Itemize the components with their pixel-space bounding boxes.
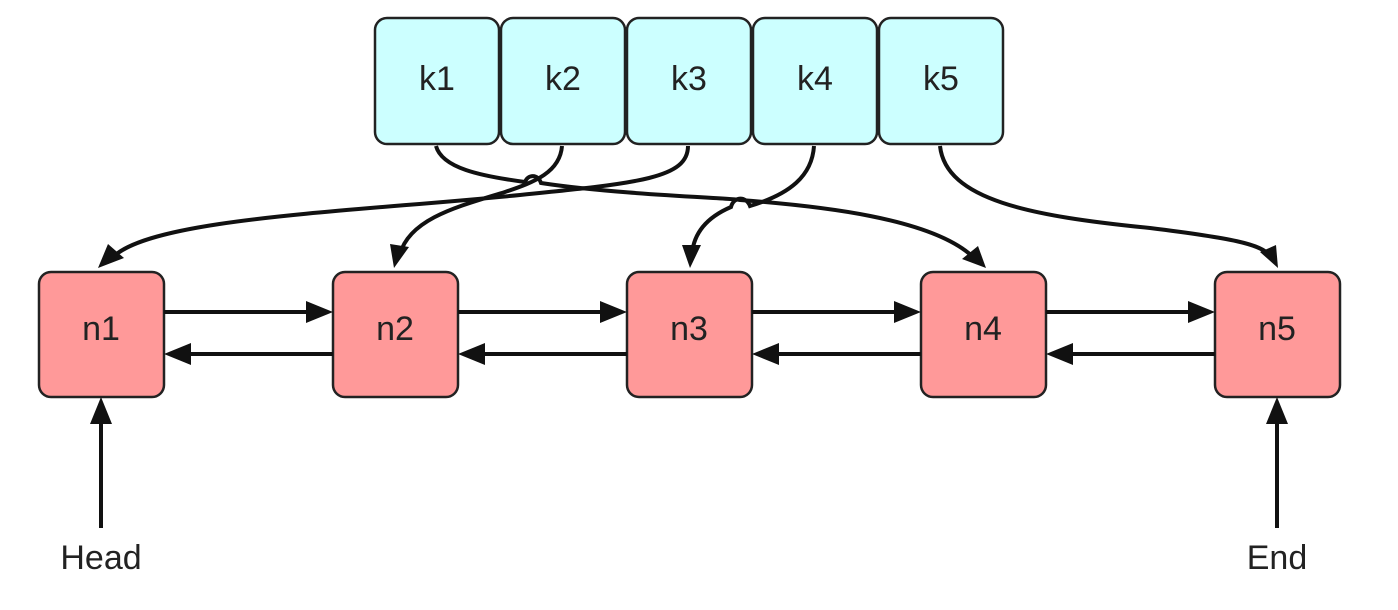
head-pointer-arrowhead [90,397,112,424]
node-n1: n1 [37,270,166,399]
node-n2: n2 [331,270,460,399]
node-label-n1: n1 [82,310,120,348]
next-arrowhead-n5 [1188,301,1215,323]
node-label-n5: n5 [1258,310,1296,348]
node-n4: n4 [919,270,1048,399]
head-pointer: Head [60,397,142,577]
key-cell-k1: k1 [373,16,501,146]
edge-k4-to-n3 [690,145,816,255]
head-label: Head [60,539,141,577]
key-cell-k3: k3 [625,16,753,146]
node-n3: n3 [625,270,754,399]
arrowhead-n3 [682,245,701,268]
next-arrowhead-n2 [306,301,333,323]
edge-k5-to-n5 [938,145,1272,258]
key-node-edges [98,145,1278,268]
end-pointer: End [1247,397,1308,577]
key-label-k3: k3 [671,60,707,98]
key-cell-k4: k4 [751,16,879,146]
key-cell-k2: k2 [499,16,627,146]
prev-arrowhead-n3 [752,343,779,365]
key-label-k4: k4 [797,60,833,98]
node-label-n3: n3 [670,310,708,348]
edge-k3-to-n1 [110,145,690,260]
arrowhead-n1 [98,244,124,268]
prev-arrowhead-n1 [164,343,191,365]
arrowhead-n2 [390,244,409,268]
edge-k2-to-n2 [398,145,564,255]
node-label-n4: n4 [964,310,1002,348]
next-arrowhead-n3 [600,301,627,323]
node-n5: n5 [1213,270,1342,399]
key-label-k1: k1 [419,60,455,98]
list-links [164,301,1215,365]
end-pointer-arrowhead [1266,397,1288,424]
arrowhead-n4 [962,246,986,268]
key-label-k2: k2 [545,60,581,98]
edge-k1-to-n4 [434,145,974,258]
key-label-k5: k5 [923,60,959,98]
end-label: End [1247,539,1308,577]
arrowhead-n5 [1260,245,1278,268]
next-arrowhead-n4 [894,301,921,323]
node-label-n2: n2 [376,310,414,348]
prev-arrowhead-n4 [1046,343,1073,365]
key-row: k1 k2 k3 k4 k5 [373,16,1005,146]
node-row: n1 n2 n3 n4 n5 [37,270,1342,399]
key-cell-k5: k5 [877,16,1005,146]
prev-arrowhead-n2 [458,343,485,365]
